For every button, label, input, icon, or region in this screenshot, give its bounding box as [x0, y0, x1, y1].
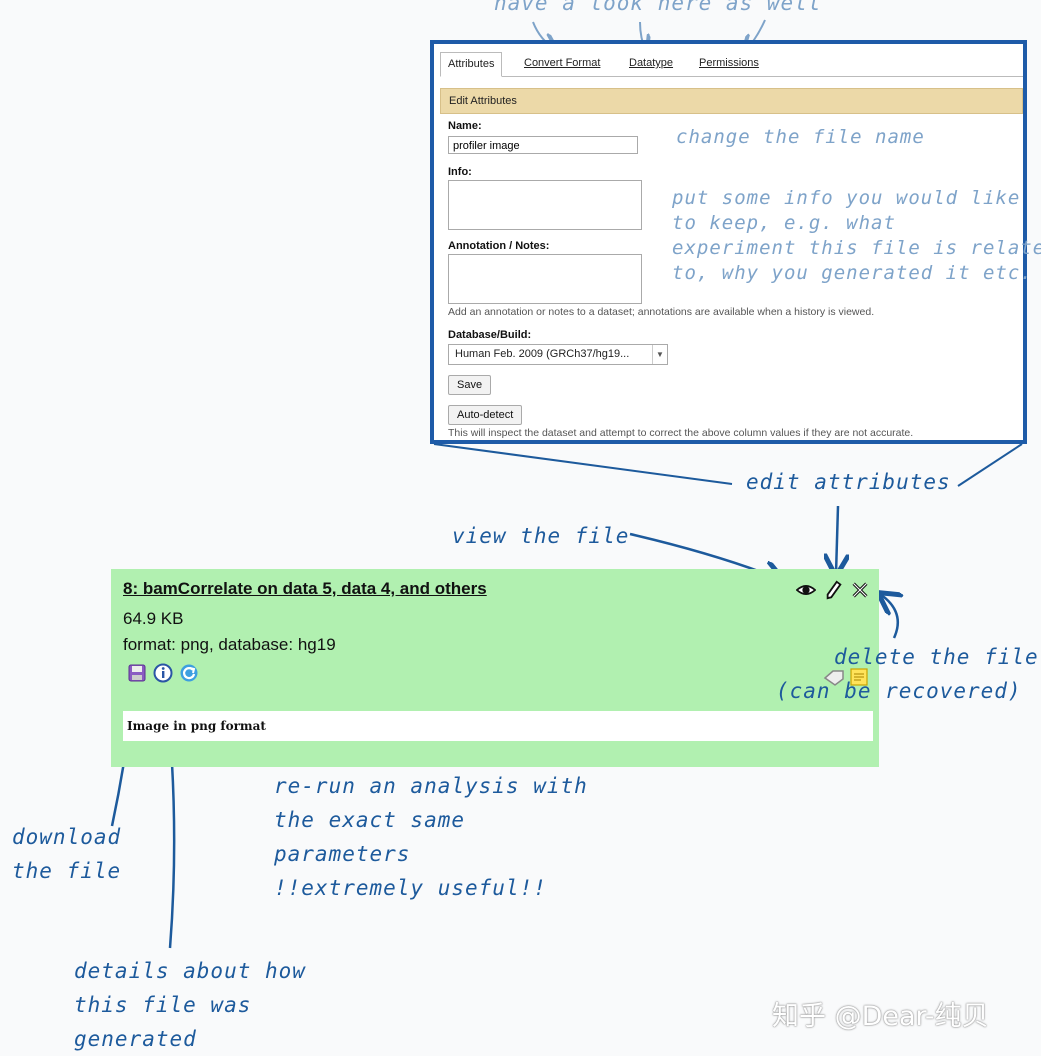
- info-label: Info:: [448, 166, 472, 178]
- dataset-peek: Image in png format: [123, 711, 873, 741]
- edit-attributes-panel: Attributes Convert Format Datatype Permi…: [430, 40, 1041, 444]
- annotation-delete-recover: (can be recovered): [776, 679, 1022, 703]
- annotation-view-file: view the file: [452, 524, 630, 548]
- tag-icon[interactable]: [823, 669, 845, 687]
- annotate-icon[interactable]: [849, 667, 869, 687]
- database-select[interactable]: Human Feb. 2009 (GRCh37/hg19... ▼: [448, 344, 668, 365]
- name-label: Name:: [448, 120, 482, 132]
- annotation-help-text: Add an annotation or notes to a dataset;…: [448, 306, 875, 318]
- annotation-download: download the file: [12, 825, 122, 883]
- tab-convert-format[interactable]: Convert Format: [524, 57, 601, 69]
- name-input[interactable]: profiler image: [448, 136, 638, 154]
- dataset-size: 64.9 KB: [123, 609, 184, 628]
- auto-detect-help-text: This will inspect the dataset and attemp…: [448, 427, 914, 439]
- dataset-title[interactable]: 8: bamCorrelate on data 5, data 4, and o…: [123, 579, 487, 598]
- chevron-down-icon: ▼: [652, 345, 667, 364]
- database-label: Database/Build:: [448, 329, 532, 341]
- tab-bar: Attributes Convert Format Datatype Permi…: [440, 52, 1023, 77]
- annotation-textarea[interactable]: [448, 254, 642, 304]
- history-dataset-item: 8: bamCorrelate on data 5, data 4, and o…: [111, 569, 879, 767]
- download-icon[interactable]: [127, 663, 147, 683]
- annotation-details: details about how this file was generate…: [74, 959, 306, 1051]
- arrow-edit: [836, 505, 838, 574]
- callout-line-right: [957, 443, 1023, 487]
- close-icon[interactable]: [850, 579, 870, 601]
- section-header: Edit Attributes: [440, 88, 1023, 114]
- annotation-edit-attributes: edit attributes: [746, 470, 951, 494]
- annotation-info-hint: put some info you would like to keep, e.…: [672, 187, 1041, 284]
- pencil-icon[interactable]: [824, 579, 844, 601]
- rerun-icon[interactable]: [179, 663, 199, 683]
- database-select-value: Human Feb. 2009 (GRCh37/hg19...: [455, 348, 630, 360]
- watermark: 知乎 @Dear-纯贝: [772, 1001, 989, 1032]
- info-textarea[interactable]: [448, 180, 642, 230]
- arrow-delete: [880, 594, 898, 639]
- annotation-rerun: re-run an analysis with the exact same p…: [274, 774, 588, 900]
- callout-line-left: [433, 443, 733, 485]
- save-button[interactable]: Save: [448, 375, 492, 395]
- tab-permissions[interactable]: Permissions: [699, 57, 759, 69]
- annotation-delete-file: delete the file: [834, 645, 1039, 669]
- annotation-change-name: change the file name: [676, 126, 925, 148]
- eye-icon[interactable]: [796, 579, 816, 601]
- info-icon[interactable]: [153, 663, 173, 683]
- annotation-tabs-hint: have a look here as well: [494, 0, 822, 15]
- dataset-format: format: png, database: hg19: [123, 635, 336, 654]
- auto-detect-button[interactable]: Auto-detect: [448, 405, 523, 425]
- tab-datatype[interactable]: Datatype: [629, 57, 674, 69]
- annotation-label: Annotation / Notes:: [448, 240, 550, 252]
- tab-attributes[interactable]: Attributes: [440, 52, 503, 77]
